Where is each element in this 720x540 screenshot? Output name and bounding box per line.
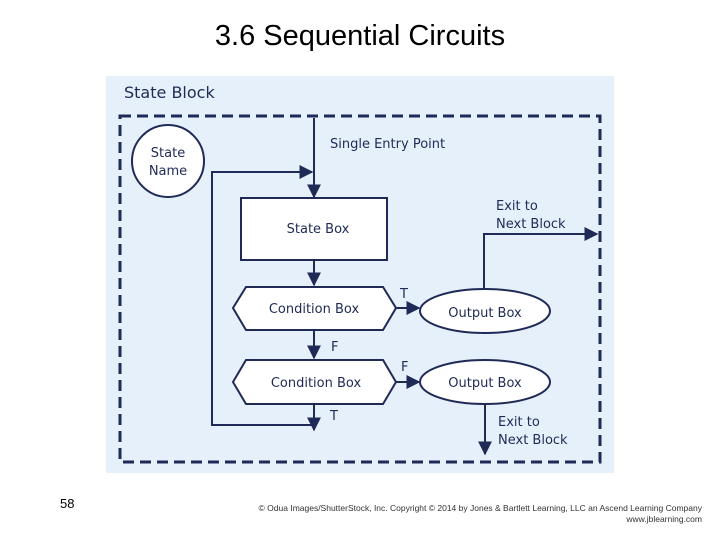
output-box-2-label: Output Box [448, 376, 522, 391]
condition-box-1-label: Condition Box [269, 302, 360, 317]
block-title: State Block [124, 83, 215, 102]
state-name-circle [131, 124, 205, 198]
single-entry-label: Single Entry Point [330, 137, 445, 152]
condition-box-2-label: Condition Box [271, 376, 362, 391]
credit-line-2: www.jblearning.com [626, 514, 702, 524]
state-name-line2: Name [149, 164, 187, 179]
output-box-1 [419, 288, 551, 334]
state-box-label: State Box [287, 222, 350, 237]
credit-line-1: © Odua Images/ShutterStock, Inc. Copyrig… [258, 503, 702, 513]
slide-title: 3.6 Sequential Circuits [214, 20, 506, 52]
loop-back-line [211, 165, 314, 426]
label-f1: F [331, 340, 338, 355]
exit-top-line [483, 227, 599, 294]
label-f2: F [401, 360, 408, 375]
state-block-boundary [118, 114, 602, 464]
state-name-line1: State [151, 146, 185, 161]
label-t1: T [399, 287, 408, 302]
exit-top-line2: Next Block [496, 217, 566, 232]
state-box [240, 197, 388, 261]
label-t2: T [329, 409, 338, 424]
exit-top-line1: Exit to [496, 199, 538, 214]
condition-box-2 [231, 359, 398, 405]
condition-box-1 [231, 286, 398, 331]
exit-bottom-line2: Next Block [498, 433, 568, 448]
output-box-1-label: Output Box [448, 306, 522, 321]
copyright-credit: © Odua Images/ShutterStock, Inc. Copyrig… [259, 503, 702, 525]
page-number: 58 [60, 496, 75, 511]
exit-bottom-line1: Exit to [498, 415, 540, 430]
